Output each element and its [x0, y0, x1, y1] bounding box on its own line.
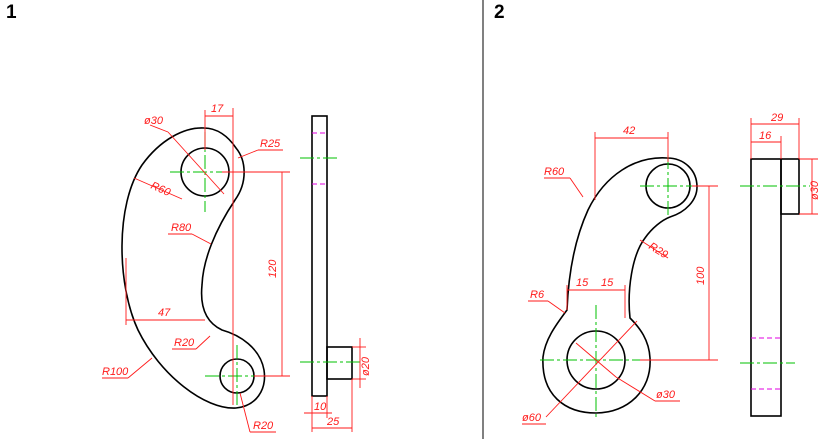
panel-1-label: 1	[6, 2, 17, 23]
dim-d20-text: ø20	[360, 356, 372, 376]
dim-d60-text: ø60	[522, 412, 542, 424]
panel-2-side-view	[740, 158, 810, 417]
dim-d30-leader-a	[149, 124, 169, 133]
dim-d30-leader-b	[167, 131, 225, 195]
panel-2-dimensions: 42 R60 R29 15 15 100 R6 ø30 ø60	[522, 125, 718, 425]
dim-r29-leader	[639, 239, 669, 259]
dim-d30-text: ø30	[144, 115, 164, 127]
side-boss	[326, 346, 353, 380]
side-plate	[750, 158, 782, 417]
dim-15b-text: 15	[601, 277, 614, 289]
dim-10-text: 10	[314, 401, 327, 413]
dim-25-text: 25	[326, 416, 340, 428]
link-outline	[121, 127, 266, 409]
dim-d30-leader-b	[615, 376, 656, 402]
dim-r29-text: R29	[646, 240, 669, 261]
dim-r80-text: R80	[171, 222, 192, 234]
dim-15a-text: 15	[576, 277, 589, 289]
dim-120-text: 120	[267, 259, 279, 278]
dim-r80-leader	[191, 233, 212, 245]
dim-d30-leader-a	[575, 342, 617, 378]
panel-2-front-view	[540, 155, 705, 418]
dim-r100-text: R100	[102, 366, 129, 378]
dim-16-text: 16	[759, 130, 772, 142]
dim-42-text: 42	[623, 125, 635, 137]
dim-r20-bottom-text: R20	[253, 420, 274, 432]
dim-r6-leader	[547, 300, 566, 314]
dim-47-text: 47	[158, 307, 171, 319]
dim-r60-text: R60	[544, 166, 565, 178]
dim-d30s-text: ø30	[809, 180, 821, 200]
dim-17-text: 17	[211, 103, 224, 115]
dim-d60-leader	[545, 320, 638, 418]
dim-100-text: 100	[695, 266, 707, 285]
dim-r60-text: R60	[149, 180, 173, 200]
dim-r20-bottom-leader	[239, 392, 251, 433]
dim-r20-fillet-text: R20	[174, 337, 195, 349]
bracket-outline	[542, 157, 698, 414]
panel-2-label: 2	[494, 2, 505, 23]
dim-r6-text: R6	[530, 289, 545, 301]
dim-r100-leader	[127, 357, 153, 379]
dim-29-text: 29	[770, 112, 783, 124]
panel-1-front-view	[121, 127, 270, 409]
panel-1-dimensions: 17 ø30 R25 R60 R80 120 47 R20 R100	[102, 103, 290, 433]
panel-1-side-view	[300, 115, 362, 397]
dim-r20-fillet-leader	[195, 335, 211, 350]
panel-2-side-dimensions: 29 16 ø30	[750, 112, 821, 215]
dim-r60-leader	[133, 177, 183, 200]
dim-d30-text: ø30	[656, 389, 676, 401]
dim-r25-leader	[237, 149, 259, 159]
panel-1-side-dimensions: ø20 10 25	[304, 338, 372, 432]
side-plate	[311, 115, 328, 397]
dim-r25-text: R25	[260, 138, 281, 150]
dim-r60-leader	[569, 177, 584, 198]
